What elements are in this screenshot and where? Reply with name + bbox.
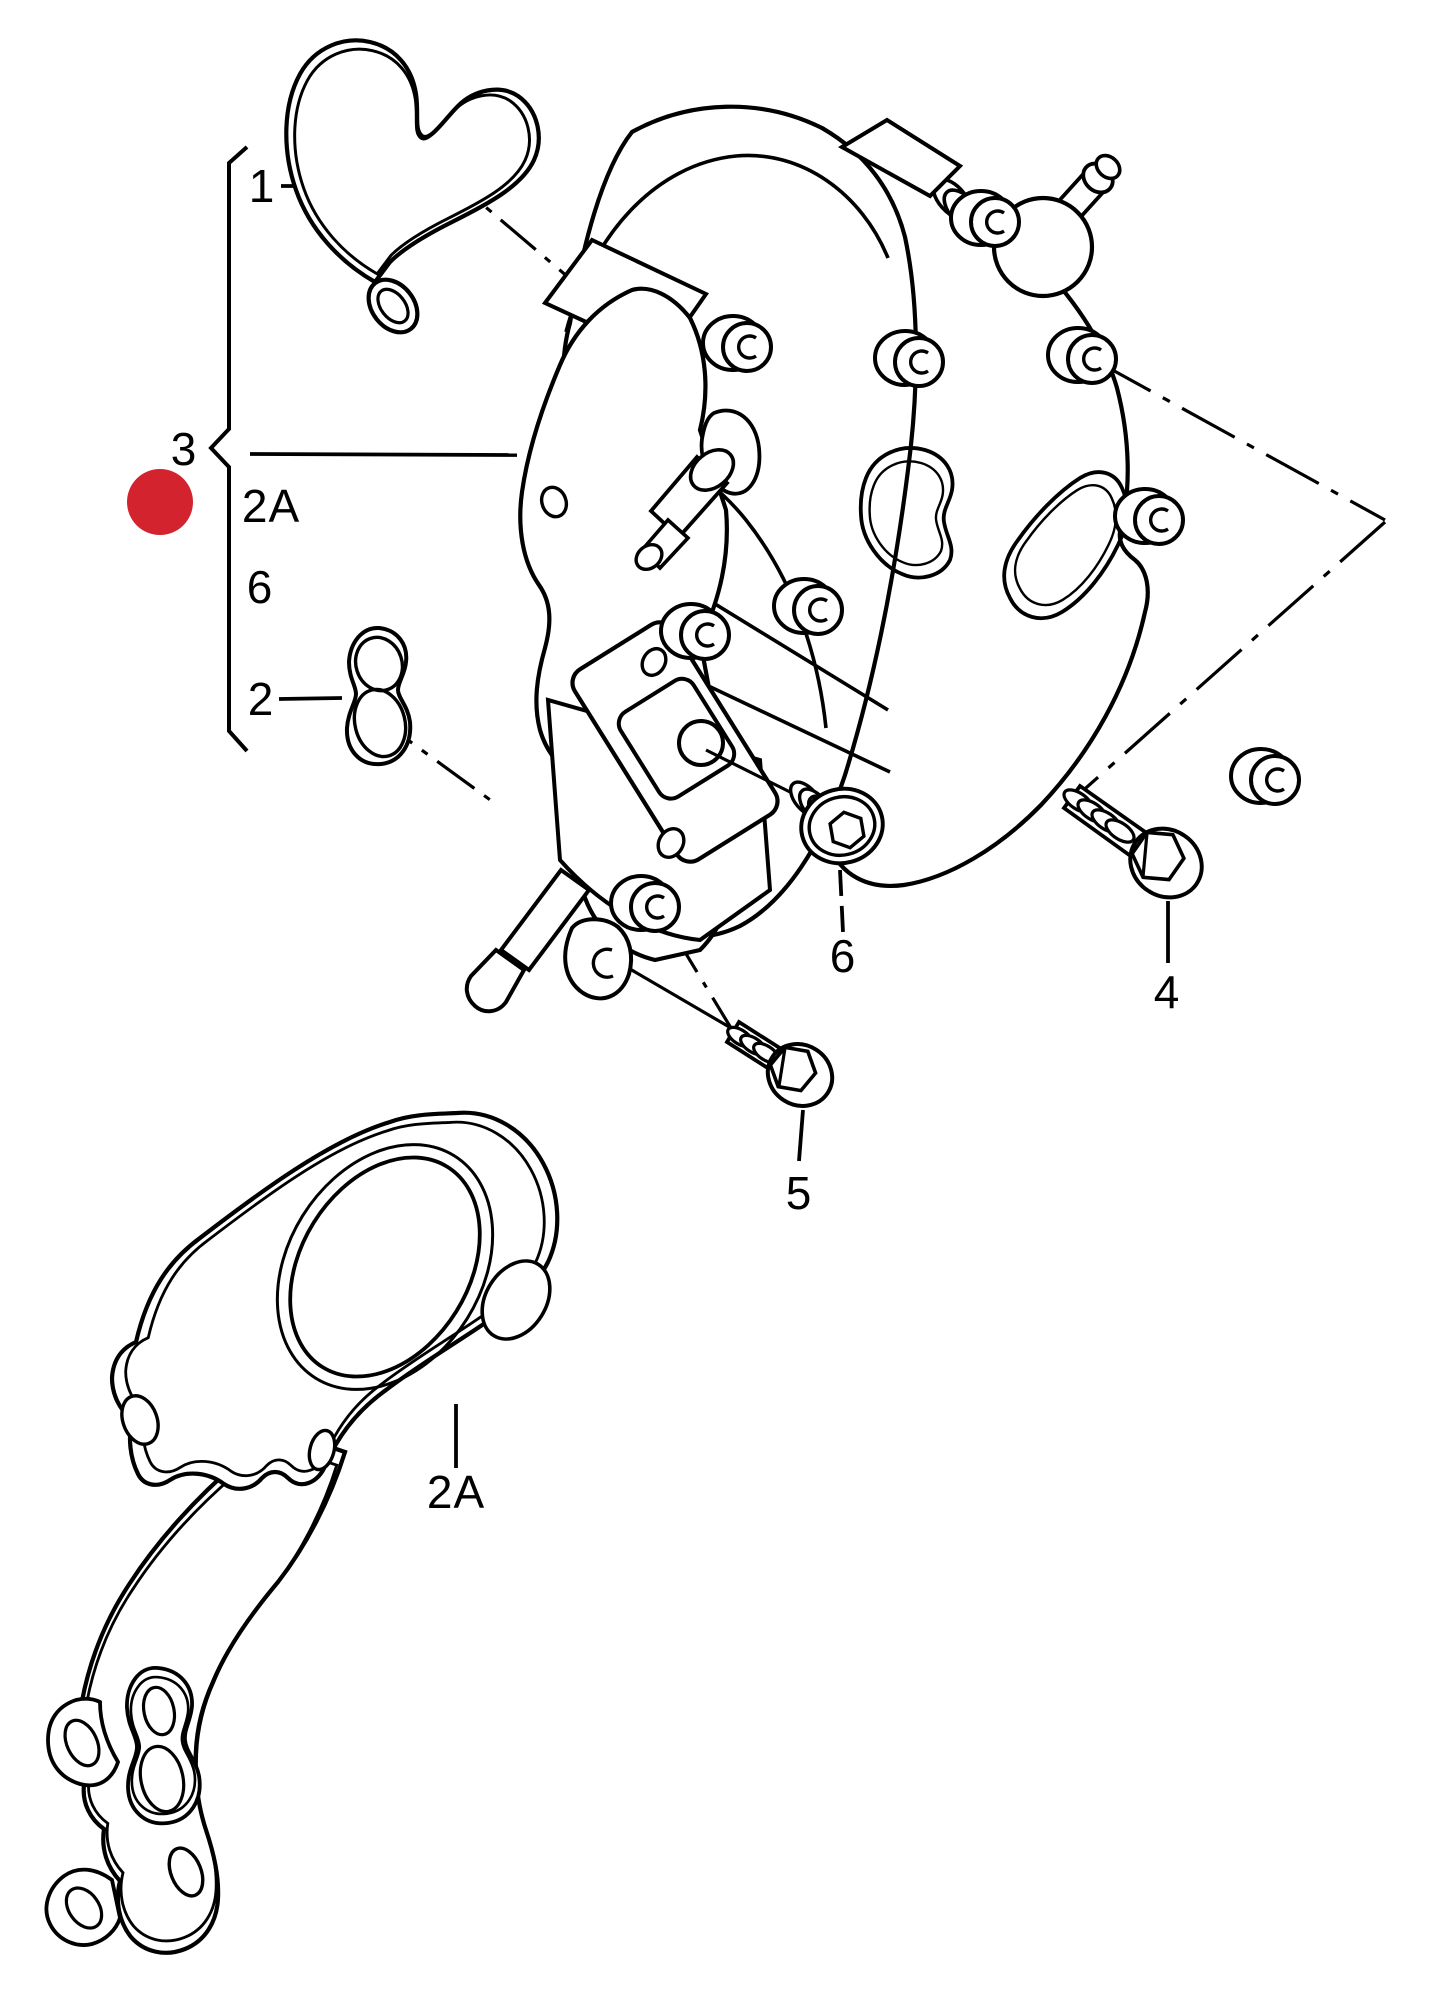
bolt-5-drawing[interactable] — [724, 1019, 844, 1118]
pump-kidney-cutouts — [858, 446, 1129, 621]
pump-shaft — [498, 867, 592, 973]
vacuum-pump-drawing[interactable] — [464, 104, 1301, 1014]
plug-6-drawing[interactable] — [705, 748, 891, 872]
leader-3 — [249, 452, 518, 457]
gasket-2-drawing[interactable] — [344, 626, 413, 767]
part-callout-1[interactable]: 1 — [248, 160, 276, 212]
leader-2 — [278, 696, 343, 701]
leader-6-plug — [838, 869, 845, 933]
leader-lines — [249, 184, 1170, 1468]
pump-mounting-bracket — [518, 286, 731, 963]
part-callout-6-left[interactable]: 6 — [246, 561, 274, 613]
pump-tappet — [464, 947, 527, 1014]
part-callout-3[interactable]: 3 — [170, 423, 198, 475]
pump-ear-lug — [563, 917, 634, 1001]
part-callout-2a-left[interactable]: 2A — [241, 480, 301, 532]
part-callout-2a-bottom[interactable]: 2A — [426, 1466, 486, 1518]
pump-lower-flange — [570, 620, 780, 864]
part-callout-5[interactable]: 5 — [785, 1167, 813, 1219]
red-marker-dot — [127, 469, 193, 535]
callout-bracket — [208, 145, 249, 753]
part-callout-6-plug[interactable]: 6 — [829, 930, 857, 982]
leader-5 — [797, 1109, 805, 1162]
gasket-1-drawing[interactable] — [286, 40, 538, 341]
bolt-4-drawing[interactable] — [1060, 783, 1215, 911]
part-callout-2[interactable]: 2 — [247, 673, 275, 725]
gasket-2a-drawing[interactable] — [44, 1105, 563, 1953]
part-callout-4[interactable]: 4 — [1153, 966, 1181, 1018]
pump-plug-port — [677, 719, 725, 767]
pump-top-boss — [838, 117, 964, 199]
